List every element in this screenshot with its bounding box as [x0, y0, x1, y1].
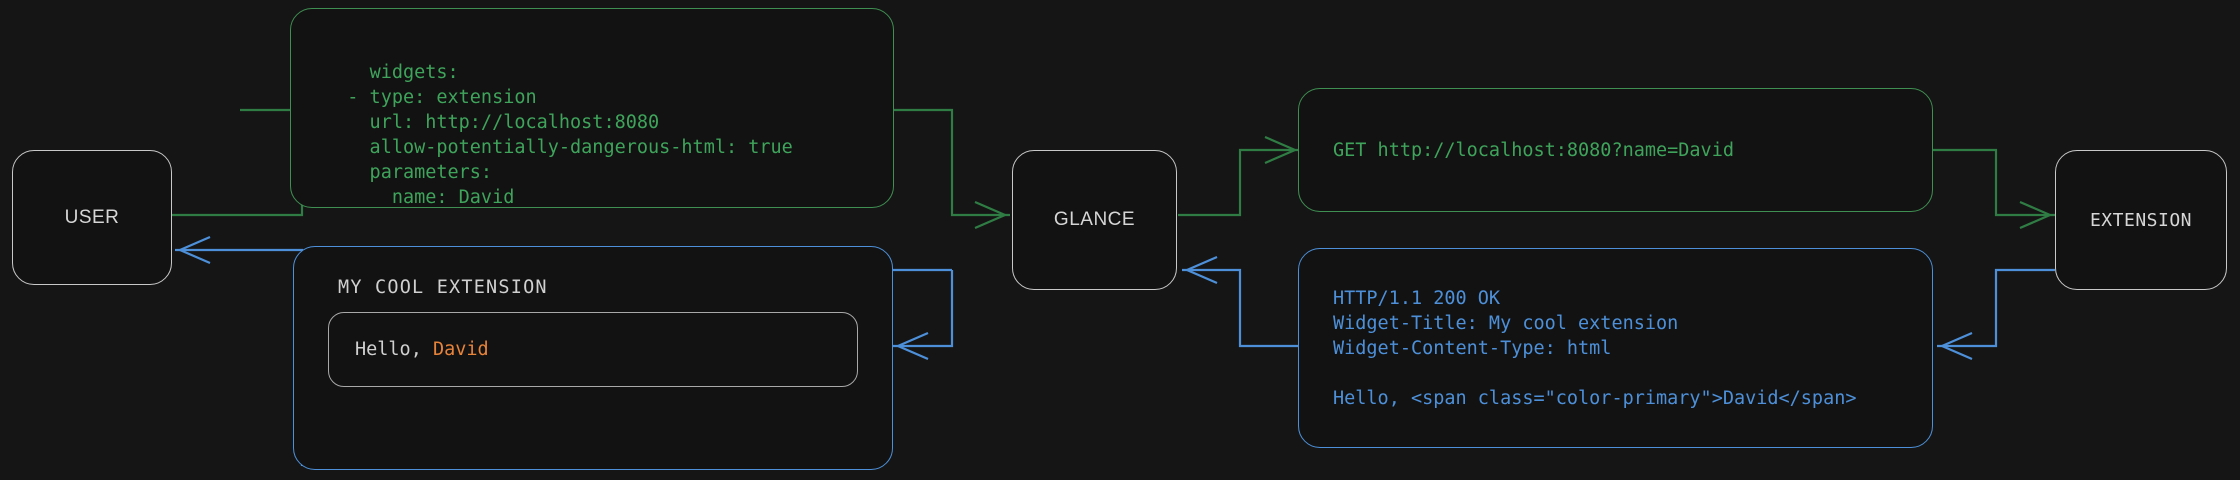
node-user-label: USER: [64, 206, 120, 228]
wire-glance-to-widget: [893, 268, 954, 348]
widget-preview-title: MY COOL EXTENSION: [338, 277, 548, 298]
node-extension[interactable]: EXTENSION: [2055, 150, 2227, 290]
wire-widget-to-user: [175, 248, 304, 466]
response-code-block: HTTP/1.1 200 OK Widget-Title: My cool ex…: [1298, 248, 1933, 448]
arrowhead-glance-in: [974, 200, 1008, 230]
config-code-block: widgets: - type: extension url: http://l…: [290, 8, 894, 208]
arrowhead-request-in: [1264, 135, 1298, 165]
arrowhead-response-in: [1939, 331, 1973, 361]
node-extension-label: EXTENSION: [2089, 209, 2193, 231]
greeting-prefix: Hello,: [355, 339, 433, 360]
response-code-text: HTTP/1.1 200 OK Widget-Title: My cool ex…: [1333, 287, 1857, 409]
wire-request-to-extension: [1932, 148, 2055, 217]
node-glance-label: GLANCE: [1053, 209, 1136, 230]
arrowhead-widget-in: [895, 331, 929, 361]
request-code-block: GET http://localhost:8080?name=David: [1298, 88, 1933, 212]
wire-config-to-glance: [893, 108, 1010, 217]
wire-extension-to-response: [1937, 268, 2055, 348]
node-glance[interactable]: GLANCE: [1012, 150, 1177, 290]
widget-preview-greeting: Hello, David: [355, 339, 831, 360]
widget-preview[interactable]: MY COOL EXTENSION Hello, David: [293, 246, 893, 470]
config-code-text: widgets: - type: extension url: http://l…: [347, 62, 793, 208]
wire-glance-to-request: [1178, 148, 1300, 217]
widget-preview-body: Hello, David: [328, 312, 858, 387]
request-code-text: GET http://localhost:8080?name=David: [1333, 139, 1734, 161]
arrowhead-glance-response-in: [1184, 255, 1218, 285]
node-user[interactable]: USER: [12, 150, 172, 285]
arrowhead-extension-in: [2019, 200, 2053, 230]
wire-response-to-glance: [1182, 268, 1300, 348]
greeting-name: David: [432, 339, 489, 360]
arrowhead-user-in: [177, 235, 211, 265]
